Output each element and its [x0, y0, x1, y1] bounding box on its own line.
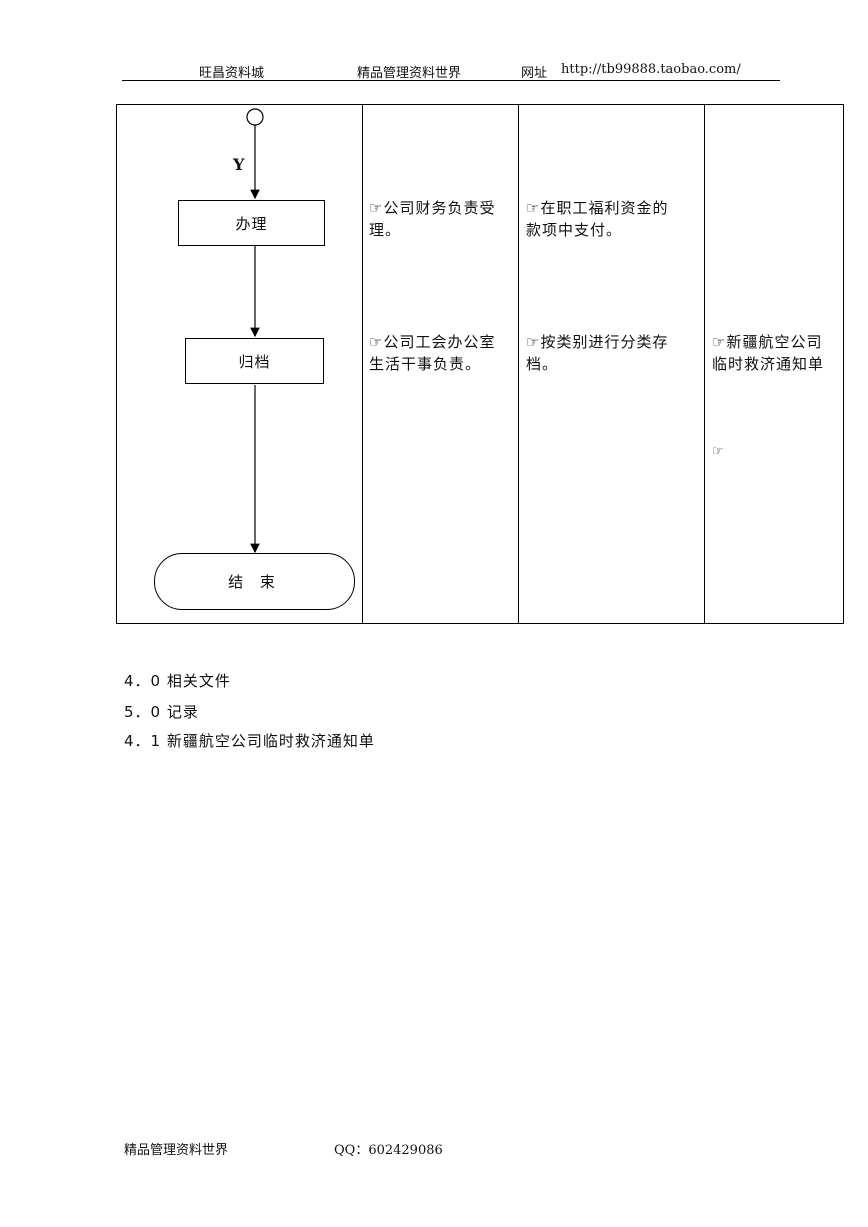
footer-left-text: 精品管理资料世界	[124, 1143, 229, 1158]
cell-line: ☞公司财务负责受	[369, 199, 496, 217]
cell-line: ☞在职工福利资金的	[526, 199, 669, 217]
cell-line: 理。	[369, 221, 402, 239]
header-center-text: 精品管理资料世界	[357, 66, 462, 81]
section-related-docs: 4．0 相关文件	[124, 672, 231, 690]
process-table: Y 办理 归档 结 束 ☞公司财务负责受 理。 ☞在职工福利资金的 款项中支付。…	[116, 104, 844, 624]
cell-responsible-union: ☞公司工会办公室 生活干事负责。	[369, 331, 495, 375]
cell-funding-source: ☞在职工福利资金的 款项中支付。	[526, 197, 668, 241]
header-left-text: 旺昌资料城	[199, 66, 265, 81]
column-divider	[704, 105, 705, 623]
cell-line: ☞公司工会办公室	[369, 333, 496, 351]
end-terminator: 结 束	[154, 553, 355, 610]
section-records: 5．0 记录	[124, 703, 199, 721]
flowchart-connectors	[246, 108, 264, 554]
cell-archive-method: ☞按类别进行分类存 档。	[526, 331, 668, 375]
header-url-label: 网址	[521, 66, 548, 81]
cell-responsible-finance: ☞公司财务负责受 理。	[369, 197, 495, 241]
branch-yes-label: Y	[233, 155, 245, 174]
connector-circle	[246, 108, 264, 126]
column-divider	[518, 105, 519, 623]
cell-line: ☞按类别进行分类存	[526, 333, 669, 351]
cell-line: 生活干事负责。	[369, 355, 482, 373]
header-url-link[interactable]: http://tb99888.taobao.com/	[561, 62, 741, 77]
cell-line: 款项中支付。	[526, 221, 623, 239]
pointing-hand-icon: ☞	[712, 444, 725, 459]
section-record-item: 4．1 新疆航空公司临时救济通知单	[124, 732, 375, 750]
header-rule	[122, 80, 780, 81]
step-process-box: 办理	[178, 200, 325, 246]
cell-record-form: ☞新疆航空公司 临时救济通知单	[712, 331, 824, 375]
cell-line: 档。	[526, 355, 559, 373]
step-archive-box: 归档	[185, 338, 324, 384]
cell-line: ☞新疆航空公司	[712, 333, 823, 351]
footer-qq: QQ：602429086	[334, 1143, 443, 1158]
cell-line: 临时救济通知单	[712, 355, 825, 373]
column-divider	[362, 105, 363, 623]
